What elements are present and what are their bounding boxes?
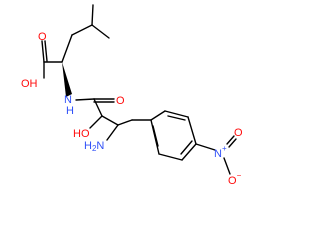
bond	[152, 125, 159, 147]
bond	[101, 115, 119, 126]
amide-hydrogen-label: H	[66, 105, 74, 117]
nitro-oxide-label: O−	[228, 171, 242, 187]
bond	[181, 143, 197, 161]
bond	[91, 24, 110, 39]
bond	[117, 119, 133, 126]
bond	[106, 124, 119, 141]
bond	[164, 110, 189, 118]
carbonyl-oxygen-label: O	[38, 31, 47, 43]
bond	[228, 138, 237, 148]
amide-nitrogen-label: N	[64, 94, 72, 106]
bond	[150, 110, 166, 121]
alcohol-label: HO	[73, 128, 90, 140]
bond	[44, 40, 48, 62]
bond	[187, 116, 197, 145]
bond	[150, 119, 160, 155]
structure-diagram: OH O N H O HO H2N N+ O O−	[21, 4, 243, 187]
bond	[167, 115, 186, 121]
bond	[226, 135, 235, 145]
bond	[180, 140, 193, 155]
bond	[91, 4, 94, 26]
bond	[158, 153, 183, 161]
nitro-oxygen-label: O	[234, 127, 243, 139]
hydroxyl-label: OH	[21, 78, 38, 90]
bond	[89, 115, 103, 129]
bond	[195, 143, 216, 151]
bond	[93, 98, 103, 117]
wedge-bond	[62, 62, 72, 97]
bond	[75, 98, 95, 101]
bond	[223, 157, 231, 175]
bond	[61, 34, 73, 63]
molecule-canvas: OH O N H O HO H2N N+ O O−	[21, 4, 243, 187]
amide-oxygen-label: O	[116, 95, 125, 107]
bond	[41, 40, 45, 63]
bond	[71, 24, 93, 36]
amine-label: H2N	[84, 140, 104, 153]
nitro-nitrogen-label: N+	[214, 144, 227, 160]
